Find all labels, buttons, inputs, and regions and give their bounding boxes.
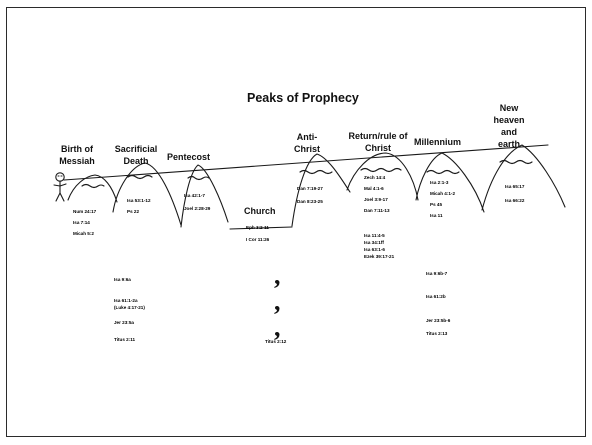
line-of-sight (63, 144, 549, 181)
comma-mark: , (274, 313, 281, 342)
ref-item: Mal 4:1-6 (364, 186, 384, 191)
ref-item: Isa 9:6b-7 (426, 271, 448, 276)
ref-item: Jer 23:5a (114, 320, 134, 325)
ref-item: Dan 8:23-25 (297, 199, 323, 204)
ref-item: Isa 66:22 (505, 198, 525, 203)
prophet-figure (53, 172, 67, 202)
refs-lower-mid: Titus 2:12 (265, 339, 286, 345)
refs-church: Eph 3:2-11 I Cor 11:26 (246, 225, 269, 243)
wave-sacrificial (127, 174, 153, 180)
ref-item: Micah 4:1-2 (430, 191, 456, 196)
peak-return (346, 152, 419, 201)
ref-item: Isa 11 (430, 213, 443, 218)
peak-sacrificial (112, 162, 182, 226)
heading-new-heaven: New heaven and earth (493, 103, 525, 149)
ref-item: Isa 42:1-7 (184, 193, 205, 198)
ref-item: Jer 23:5b-6 (426, 318, 451, 323)
peak-new-heaven (481, 144, 566, 211)
ref-item: Eph 3:2-11 (246, 225, 269, 230)
refs-new-heaven: Isa 65:17 Isa 66:22 (505, 184, 524, 204)
ref-item: Ps 22 (127, 209, 140, 214)
ref-item: Isa 61:1-2a (114, 298, 138, 303)
ref-item: Titus 2:12 (265, 339, 287, 344)
peak-antichrist (291, 153, 351, 227)
wave-birth (81, 183, 105, 189)
ref-item: Micah 5:2 (73, 231, 94, 236)
ref-item: Titus 2:13 (426, 331, 448, 336)
refs-lower-right: Isa 9:6b-7 Isa 61:2b Jer 23:5b-6 Titus 2… (426, 271, 450, 337)
ref-item: Zech 14:4 (364, 175, 386, 180)
wave-millennium (426, 169, 460, 175)
ref-item: Titus 2:11 (114, 337, 136, 342)
ref-item: Isa 34:1ff (364, 240, 384, 245)
wave-return (360, 167, 402, 173)
refs-sacrificial: Isa 53:1-12 Ps 22 (127, 198, 151, 215)
comma-mark: , (274, 261, 281, 290)
refs-pentecost: Isa 42:1-7 Joel 2:28-29 (184, 193, 210, 212)
slide-frame (6, 7, 586, 437)
ref-item: (Luke 4:17-21) (114, 305, 145, 310)
peak-pentecost (180, 164, 229, 228)
ref-item: Ezek 39:17-21 (364, 254, 395, 259)
ref-item: Num 24:17 (73, 209, 97, 214)
ref-item: Isa 61:2b (426, 294, 446, 299)
comma-mark: , (274, 287, 281, 316)
heading-birth: Birth of Messiah (59, 144, 95, 166)
ref-item: Joel 2:28-29 (184, 206, 211, 211)
heading-sacrificial: Sacrificial Death (114, 144, 158, 166)
refs-antichrist: Dan 7:19-27 Dan 8:23-25 (297, 186, 323, 205)
refs-return-below: Isa 11:4-5 Isa 34:1ff Isa 63:1-6 Ezek 39… (364, 233, 394, 260)
ref-item: Isa 11:4-5 (364, 233, 385, 238)
ref-item: Isa 53:1-12 (127, 198, 151, 203)
ref-item: Dan 7:11-13 (364, 208, 390, 213)
page-title: Peaks of Prophecy (247, 91, 359, 105)
heading-antichrist: Anti-Christ (293, 132, 320, 154)
wave-pentecost (187, 175, 210, 181)
ref-item: Isa 2:1-3 (430, 180, 449, 185)
heading-return: Return/rule of Christ (348, 131, 408, 153)
refs-millennium-peak: Isa 2:1-3 Micah 4:1-2 Ps 45 Isa 11 (430, 180, 455, 219)
ref-item: I Cor 11:26 (246, 237, 270, 242)
heading-millennium: Millennium (414, 137, 461, 147)
ref-item: Joel 3:9-17 (364, 197, 388, 202)
refs-return-peak: Zech 14:4 Mal 4:1-6 Joel 3:9-17 Dan 7:11… (364, 175, 390, 214)
peak-birth (67, 174, 118, 203)
peak-millennium (415, 152, 485, 213)
ref-item: Ps 45 (430, 202, 443, 207)
ref-item: Isa 65:17 (505, 184, 525, 189)
wave-new-heaven (499, 159, 533, 165)
heading-church: Church (244, 206, 276, 216)
ref-item: Isa 63:1-6 (364, 247, 385, 252)
ref-item: Isa 7:14 (73, 220, 90, 225)
ref-item: Isa 9:6a (114, 277, 131, 282)
heading-pentecost: Pentecost (167, 152, 211, 162)
church-valley-line (229, 226, 293, 230)
refs-lower-left: Isa 9:6a Isa 61:1-2a (Luke 4:17-21) Jer … (114, 277, 145, 343)
ref-item: Dan 7:19-27 (297, 186, 323, 191)
refs-birth: Num 24:17 Isa 7:14 Micah 5:2 (73, 209, 96, 237)
wave-antichrist (299, 169, 333, 175)
